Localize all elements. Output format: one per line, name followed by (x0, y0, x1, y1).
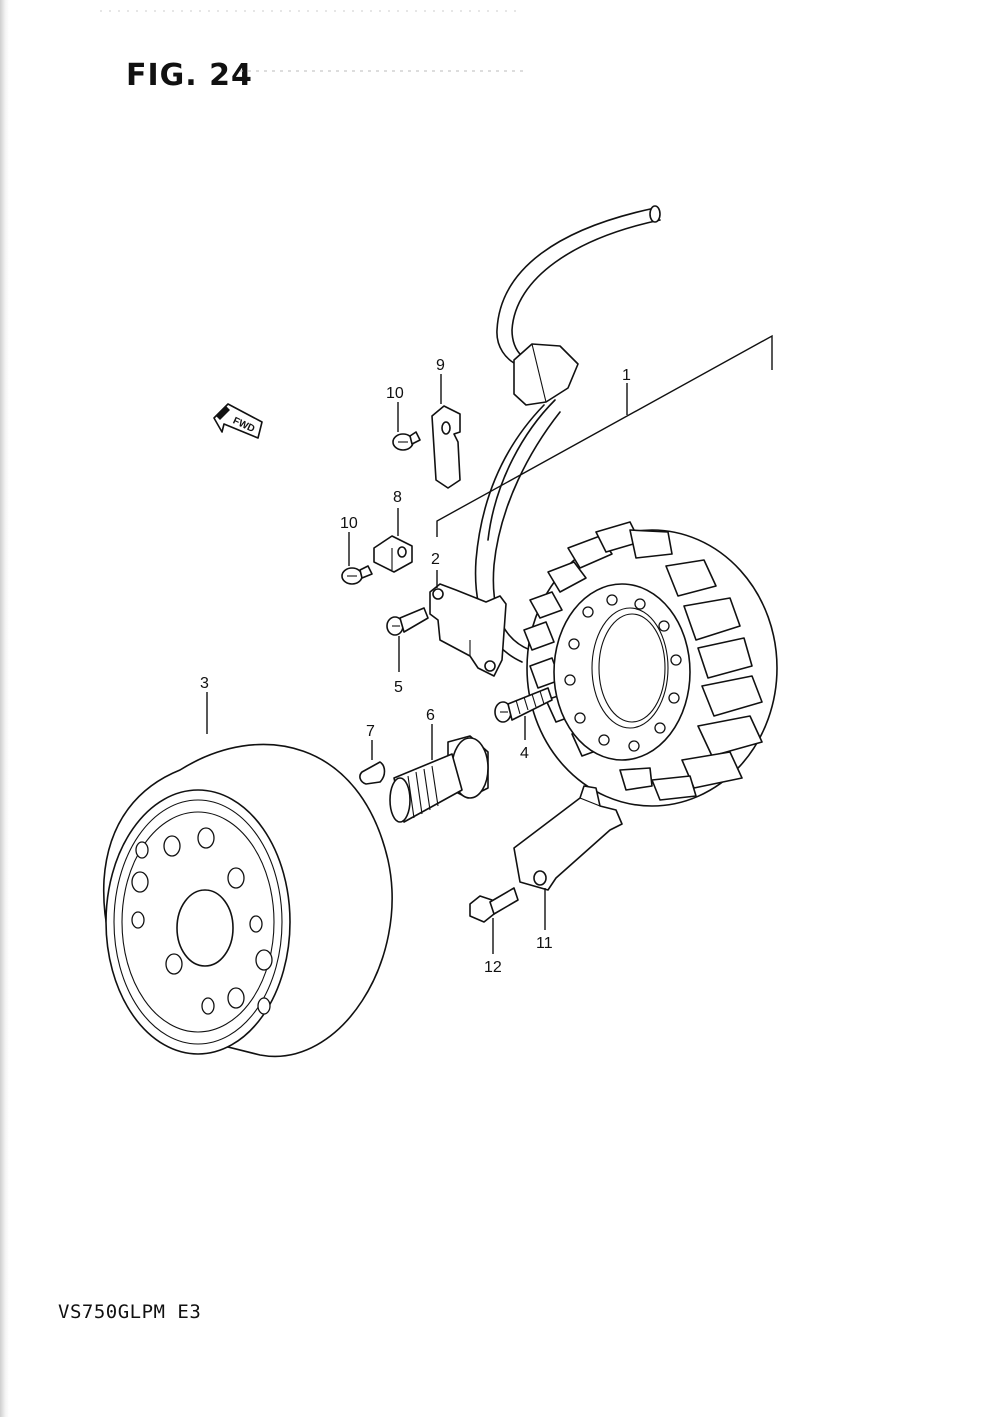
callout-7: 7 (366, 723, 375, 740)
part-8-clamp-block (373, 508, 413, 573)
part-1-stator (523, 521, 778, 807)
callout-10-upper: 10 (386, 385, 404, 402)
part-12-bolt (469, 887, 519, 954)
part-5-screw (386, 607, 429, 672)
part-3-rotor (102, 692, 393, 1058)
fwd-arrow-icon: FWD (213, 403, 263, 439)
part-4-screw (494, 687, 553, 740)
part-7-woodruff-key (359, 740, 386, 785)
callout-5: 5 (394, 679, 403, 696)
callout-3: 3 (200, 675, 209, 692)
part-10-upper-screw (392, 402, 421, 451)
callout-4: 4 (520, 745, 529, 762)
part-11-bracket (513, 785, 623, 930)
callout-6: 6 (426, 707, 435, 724)
callout-12: 12 (484, 959, 502, 976)
part-6-bolt (389, 724, 489, 823)
callout-11: 11 (536, 935, 553, 952)
model-code-label: VS750GLPM E3 (58, 1301, 202, 1323)
callout-10-lower: 10 (340, 515, 358, 532)
figure-title: FIG. 24 (126, 58, 253, 93)
page-scan-edge (0, 0, 9, 1417)
part-9-clamp (431, 374, 461, 489)
callout-8: 8 (393, 489, 402, 506)
part-2-bracket (429, 570, 507, 677)
wire-harness (474, 205, 661, 663)
part-10-lower-screw (341, 532, 373, 585)
callout-9: 9 (436, 357, 445, 374)
callout-1: 1 (622, 367, 631, 384)
callout-2: 2 (431, 551, 440, 568)
callout-1-bracket (436, 334, 773, 537)
